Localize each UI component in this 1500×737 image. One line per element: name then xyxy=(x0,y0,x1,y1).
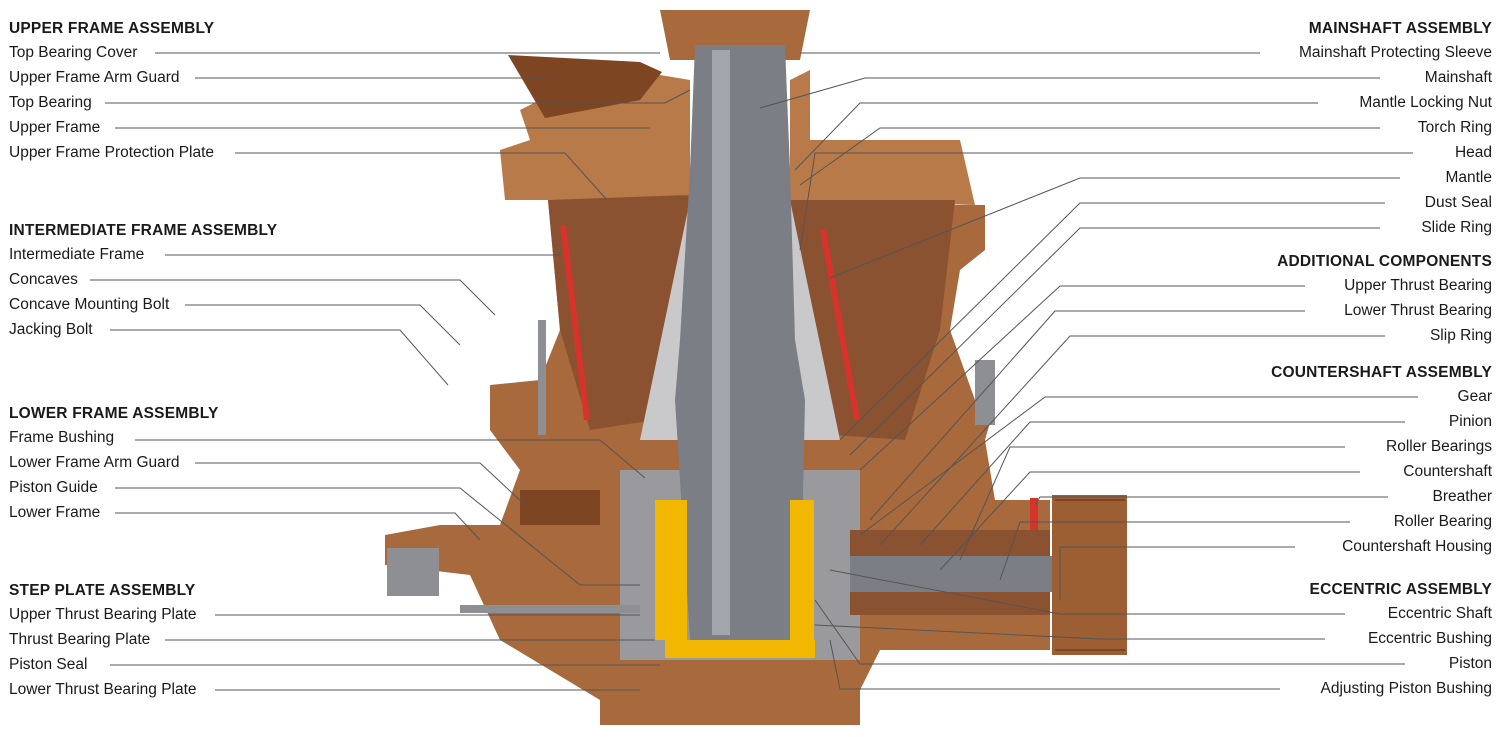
part-label: Torch Ring xyxy=(1417,119,1492,136)
mainshaft-highlight xyxy=(712,50,730,635)
right-leader-line xyxy=(849,227,1380,456)
part-label: Eccentric Shaft xyxy=(1387,605,1492,622)
mainshaft xyxy=(675,45,805,640)
left-leader-line xyxy=(90,279,496,316)
eccentric-bushing-left xyxy=(655,500,687,640)
liner-left xyxy=(560,225,590,420)
left-pulley xyxy=(387,548,439,596)
part-label: Pinion xyxy=(1448,413,1492,430)
drive-pulley xyxy=(1052,495,1127,655)
part-label: Upper Thrust Bearing xyxy=(1344,277,1492,294)
part-label: Jacking Bolt xyxy=(9,321,93,338)
right-leader-line xyxy=(939,471,1360,571)
part-label: Slip Ring xyxy=(1429,327,1492,344)
right-leader-line xyxy=(829,639,1280,690)
right-leader-line xyxy=(859,396,1418,536)
part-label: Upper Thrust Bearing Plate xyxy=(9,606,197,623)
part-label: Thrust Bearing Plate xyxy=(9,631,151,648)
part-label: Roller Bearings xyxy=(1386,438,1492,455)
part-label: Concaves xyxy=(9,271,78,288)
right-leader-line xyxy=(799,152,1413,251)
crusher-body xyxy=(385,10,1127,725)
right-leader-line xyxy=(999,521,1350,581)
right-leader-line xyxy=(814,599,1405,665)
right-leader-line xyxy=(879,335,1385,546)
part-label: Intermediate Frame xyxy=(9,246,145,263)
part-label: Dust Seal xyxy=(1424,194,1492,211)
part-label: Mantle Locking Nut xyxy=(1359,94,1492,111)
right-leader-line xyxy=(1034,496,1388,506)
left-leader-line xyxy=(110,329,449,386)
right-leader-line xyxy=(814,624,1325,640)
right-group-heading: ADDITIONAL COMPONENTS xyxy=(1277,253,1492,270)
part-label: Piston Seal xyxy=(9,656,88,673)
part-label: Head xyxy=(1454,144,1492,161)
part-label: Upper Frame Protection Plate xyxy=(9,144,215,161)
part-label: Adjusting Piston Bushing xyxy=(1320,680,1492,697)
right-leader-line xyxy=(869,310,1305,521)
part-label: Gear xyxy=(1457,388,1492,405)
right-leader-line xyxy=(799,127,1380,186)
left-group-heading: STEP PLATE ASSEMBLY xyxy=(9,582,196,599)
part-label: Mainshaft Protecting Sleeve xyxy=(1299,44,1492,61)
part-label: Frame Bushing xyxy=(9,429,115,446)
part-label: Lower Thrust Bearing Plate xyxy=(9,681,197,698)
right-leader-line xyxy=(759,77,1380,109)
part-label: Piston Guide xyxy=(9,479,98,496)
part-label: Upper Frame Arm Guard xyxy=(9,69,180,86)
eccentric-bushing-right xyxy=(790,500,814,640)
right-leader-line xyxy=(829,569,1345,615)
right-leader-line xyxy=(794,102,1318,171)
part-label: Mantle xyxy=(1445,169,1492,186)
left-leader-line xyxy=(105,89,691,104)
left-group-heading: LOWER FRAME ASSEMBLY xyxy=(9,405,219,422)
part-label: Countershaft Housing xyxy=(1342,538,1492,555)
part-label: Eccentric Bushing xyxy=(1367,630,1492,647)
part-label: Breather xyxy=(1432,488,1492,505)
part-label: Top Bearing Cover xyxy=(9,44,138,61)
left-leader-line xyxy=(115,512,481,541)
right-leader-line xyxy=(919,421,1405,546)
right-leader-line xyxy=(1059,546,1295,600)
right-group-heading: MAINSHAFT ASSEMBLY xyxy=(1308,20,1492,37)
part-label: Countershaft xyxy=(1403,463,1492,480)
part-label: Lower Frame Arm Guard xyxy=(9,454,180,471)
right-leader-line xyxy=(859,285,1305,471)
part-label: Concave Mounting Bolt xyxy=(9,296,170,313)
thrust-base xyxy=(660,660,820,690)
jacking-bolt xyxy=(538,320,546,435)
right-bolt xyxy=(975,360,995,425)
upper-frame-right xyxy=(790,70,975,205)
part-label: Lower Frame xyxy=(9,504,101,521)
part-label: Top Bearing xyxy=(9,94,92,111)
part-label: Slide Ring xyxy=(1421,219,1492,236)
part-label: Lower Thrust Bearing xyxy=(1344,302,1492,319)
left-group-heading: UPPER FRAME ASSEMBLY xyxy=(9,20,215,37)
left-leader-line xyxy=(135,439,646,479)
piston-guide xyxy=(460,605,640,613)
part-label: Upper Frame xyxy=(9,119,101,136)
part-label: Mainshaft xyxy=(1424,69,1492,86)
right-leader-line xyxy=(959,446,1345,561)
right-leader-line xyxy=(829,177,1400,279)
part-label: Piston xyxy=(1448,655,1492,672)
right-leader-line xyxy=(839,202,1385,441)
right-group-heading: COUNTERSHAFT ASSEMBLY xyxy=(1271,364,1492,381)
left-leader-line xyxy=(185,304,461,346)
breather xyxy=(1030,498,1038,530)
right-group-heading: ECCENTRIC ASSEMBLY xyxy=(1309,581,1492,598)
leader-lines xyxy=(90,52,1418,691)
pulley-teeth xyxy=(1055,499,1125,651)
left-leader-line xyxy=(115,487,640,586)
thrust-bearing-plate xyxy=(665,640,815,658)
left-leader-line xyxy=(195,462,526,506)
left-group-heading: INTERMEDIATE FRAME ASSEMBLY xyxy=(9,222,278,239)
upper-frame-arm-guard xyxy=(508,55,662,118)
left-leader-line xyxy=(235,152,608,201)
part-label: Roller Bearing xyxy=(1393,513,1492,530)
lower-frame-arm-guard xyxy=(520,490,600,525)
